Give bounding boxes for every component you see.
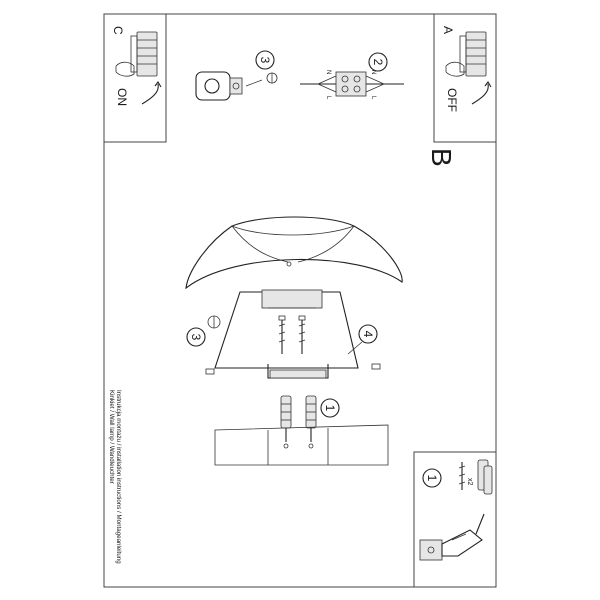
panel-c-letter: C xyxy=(111,26,125,35)
wall-plug-icon xyxy=(280,395,292,442)
drill-icon xyxy=(419,513,485,561)
wall-plug-icon xyxy=(477,459,493,495)
power-switch-icon xyxy=(130,31,158,77)
panel-a: A OFF xyxy=(433,13,497,143)
rotate-arrow-icon xyxy=(141,83,159,105)
wall-surface xyxy=(214,424,389,466)
panel-a-letter: A xyxy=(441,26,455,34)
hand-icon xyxy=(115,61,135,77)
step-badge xyxy=(358,324,378,344)
terminal-block-icon xyxy=(335,71,367,97)
step-badge xyxy=(320,398,340,418)
wall-plug-icon xyxy=(305,395,317,442)
arrow-icon xyxy=(245,79,263,87)
rotate-arrow-icon xyxy=(471,83,489,105)
step-badge xyxy=(368,52,388,72)
lamp-shade xyxy=(185,216,403,290)
screw-icon xyxy=(298,315,306,354)
step-number: 1 xyxy=(323,405,337,412)
step-badge xyxy=(422,468,442,488)
step-wiring: N L N L 2 xyxy=(300,52,404,100)
screw-icon xyxy=(458,462,466,490)
lamp-holder-icon xyxy=(195,71,243,101)
side-screw-left xyxy=(205,368,215,375)
screw-icon xyxy=(278,315,286,354)
mounting-bracket-top xyxy=(261,289,323,309)
manual-caption-line2: Kinkiet / Wall lamp / Wandleuchter xyxy=(108,390,115,484)
wire-label-l-left: L xyxy=(325,96,331,100)
main-panel-letter: B xyxy=(426,148,457,167)
manual-caption: Instrukcja montażu / installation instru… xyxy=(108,390,122,564)
step-badge xyxy=(186,327,206,347)
side-screw-right xyxy=(371,363,381,370)
hand-icon xyxy=(445,61,465,77)
step-cover-top: 3 xyxy=(195,50,278,101)
tools-quantity: x2 xyxy=(466,478,473,486)
wall-lamp-drawing: 3 4 xyxy=(185,216,403,379)
step-number: 4 xyxy=(361,331,375,338)
manual-caption-line1: Instrukcja montażu / installation instru… xyxy=(115,390,122,564)
wall-anchors: 1 xyxy=(214,395,389,466)
wire-label-n-left: N xyxy=(325,70,331,74)
tools-panel: 1 x2 xyxy=(413,451,497,588)
panel-c-caption: ON xyxy=(115,88,129,106)
panel-c: C ON xyxy=(103,13,167,143)
panel-a-caption: OFF xyxy=(445,88,459,112)
power-switch-icon xyxy=(459,31,487,77)
step-badge xyxy=(255,50,275,70)
step-number: 2 xyxy=(371,59,385,66)
tools-step-number: 1 xyxy=(425,475,439,482)
wire-label-l-right: L xyxy=(370,96,376,100)
step-number: 3 xyxy=(189,334,203,341)
sheet-frame xyxy=(103,13,497,588)
wire-label-n-right: N xyxy=(370,70,376,74)
step-number: 3 xyxy=(258,57,272,64)
